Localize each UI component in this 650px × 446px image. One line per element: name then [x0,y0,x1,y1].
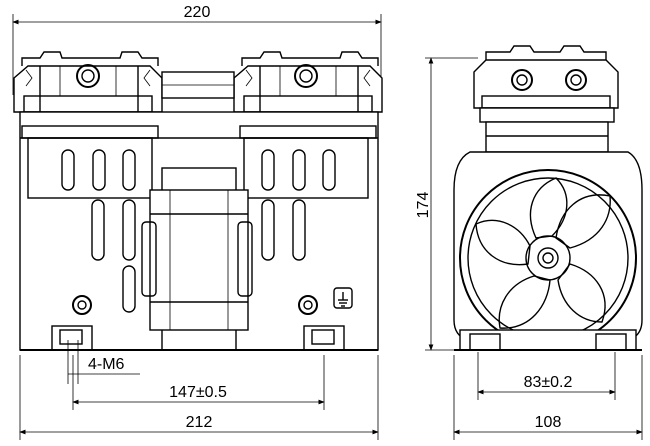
label-108: 108 [535,414,562,431]
side-view: 174 [415,45,643,440]
dimension-hole-spacing-front: 147±0.5 [72,355,325,410]
label-174: 174 [415,192,432,219]
label-4-m6: 4-M6 [88,356,125,373]
fan-housing [453,151,643,347]
side-cylinder-head [473,45,619,153]
dimension-hole-spacing-side: 83±0.2 [477,352,616,400]
fan-blades [475,177,611,329]
motor-stator [141,167,253,351]
left-cylinder-head [13,51,163,113]
label-147: 147±0.5 [169,384,227,401]
upper-vent-slots [61,149,336,191]
label-83: 83±0.2 [524,374,573,391]
right-cylinder-head [233,51,383,113]
dimension-thread: 4-M6 [67,340,140,384]
lower-vent-slots [91,199,306,313]
side-base [454,329,642,351]
connecting-tube [161,71,235,99]
dimension-height: 174 [415,57,478,351]
ground-symbol-icon [333,287,353,309]
bolt-heads [72,295,318,315]
mounting-feet [20,325,378,351]
front-view: 220 [12,4,383,440]
label-220: 220 [184,4,211,21]
dimension-depth: 108 [453,355,643,440]
dimension-base-width: 212 [19,355,379,440]
label-212: 212 [186,414,213,431]
